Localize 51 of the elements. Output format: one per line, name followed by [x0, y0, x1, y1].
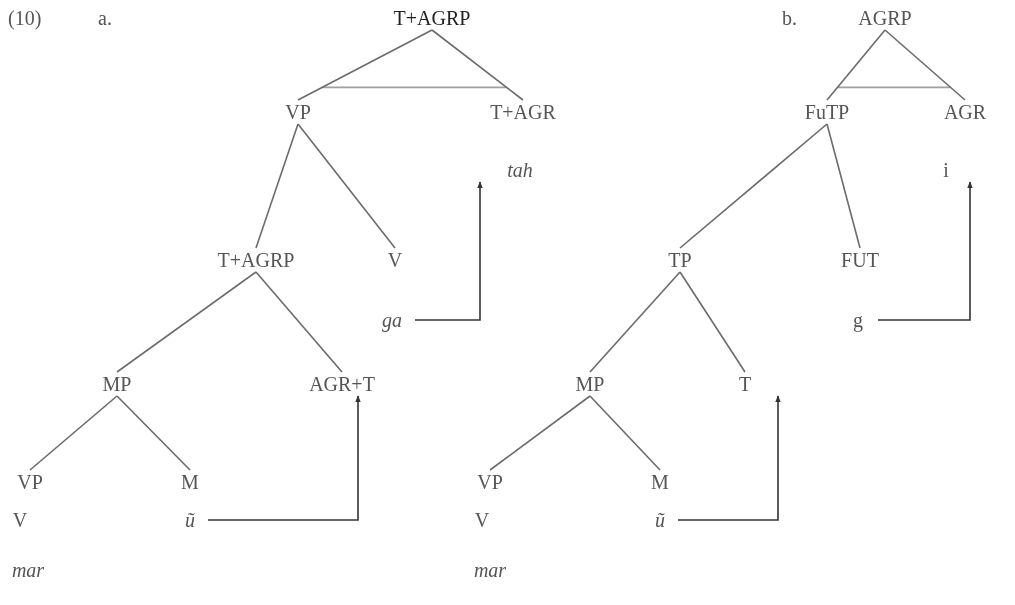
tree-branch	[826, 123, 861, 249]
tree-branch	[826, 29, 886, 101]
tree-node-label: i	[916, 158, 976, 182]
tree-node-label: ga	[369, 308, 415, 332]
tree-node-label: V	[2, 508, 38, 532]
tree-node-label: T	[705, 372, 785, 396]
movement-arrow	[414, 181, 483, 321]
tree-node-label: V	[464, 508, 500, 532]
tree-node-label: mar	[465, 558, 515, 582]
example-label: a.	[98, 6, 112, 30]
tree-node-label: MP	[87, 372, 147, 396]
tree-branch	[297, 123, 396, 249]
tree-node-label: M	[640, 470, 680, 494]
tree-branch	[489, 395, 591, 471]
tree-node-label: VP	[465, 470, 515, 494]
movement-arrow	[677, 395, 781, 521]
tree-node-label: tah	[475, 158, 565, 182]
tree-node-label: T+AGRP	[206, 248, 306, 272]
tree-node-label: ũ	[172, 508, 208, 532]
tree-branch	[255, 123, 299, 249]
tree-node-label: AGRP	[840, 6, 930, 30]
tree-node-label: MP	[560, 372, 620, 396]
tree-branch	[884, 29, 966, 101]
tree-node-label: ũ	[642, 508, 678, 532]
tree-node-label: g	[838, 308, 878, 332]
tree-node-label: VP	[253, 100, 343, 124]
tree-branch	[255, 271, 343, 373]
tree-node-label: AGR	[930, 100, 1000, 124]
tree-node-label: T+AGRP	[382, 6, 482, 30]
tree-branch	[116, 395, 191, 471]
movement-arrow	[877, 181, 973, 321]
tree-node-label: mar	[3, 558, 53, 582]
tree-branch	[116, 271, 257, 373]
tree-node-label: V	[375, 248, 415, 272]
tree-node-label: FuTP	[782, 100, 872, 124]
tree-node-label: T+AGR	[473, 100, 573, 124]
tree-node-label: M	[170, 470, 210, 494]
tree-branch	[589, 271, 681, 373]
movement-arrow	[207, 395, 361, 521]
tree-branch	[431, 29, 524, 101]
tree-branch	[679, 271, 746, 373]
tree-branch	[589, 395, 661, 471]
tree-branch	[29, 395, 118, 471]
tree-branch	[679, 123, 828, 249]
tree-node-label: TP	[650, 248, 710, 272]
tree-node-label: VP	[5, 470, 55, 494]
example-label: b.	[782, 6, 797, 30]
tree-branch	[297, 29, 433, 101]
tree-node-label: FUT	[830, 248, 890, 272]
tree-node-label: AGR+T	[297, 372, 387, 396]
example-label: (10)	[8, 6, 42, 30]
